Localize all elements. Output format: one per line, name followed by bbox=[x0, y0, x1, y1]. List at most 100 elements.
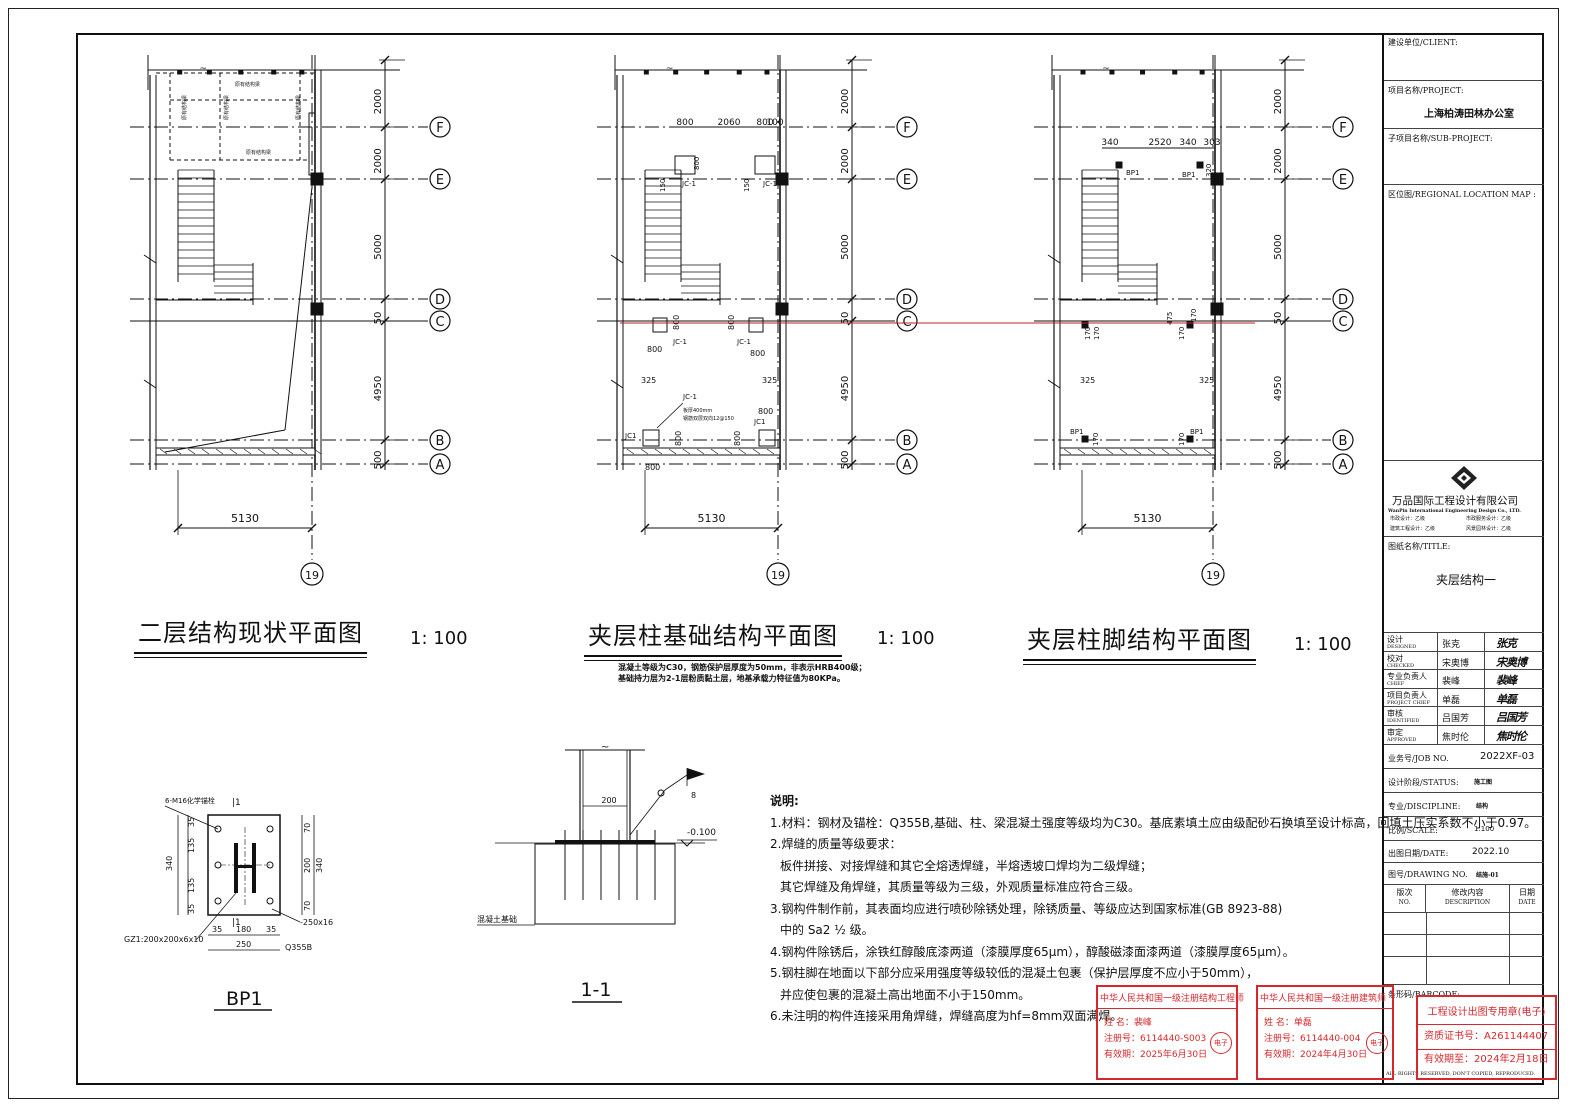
beam-label: 原有结构梁 bbox=[295, 95, 302, 120]
bp1-dimension: 340 bbox=[315, 858, 324, 873]
slab-hatch bbox=[1203, 448, 1212, 455]
grid-axis-label: E bbox=[436, 173, 444, 188]
stamp-name: 姓 名：裴峰 bbox=[1104, 1018, 1152, 1028]
top-dimension: 340 bbox=[1179, 138, 1196, 148]
base-plate bbox=[1115, 161, 1123, 169]
staff-signature: 张克 bbox=[1496, 637, 1517, 650]
anchor-bolt bbox=[214, 897, 222, 905]
vertical-dimension: 2000 bbox=[840, 89, 851, 114]
anchor-bolt bbox=[266, 897, 274, 905]
stamp-valid: 有效期：2025年6月30日 bbox=[1104, 1050, 1208, 1060]
bottom-dimension: 5130 bbox=[698, 512, 726, 525]
bottom-dimension: 5130 bbox=[1134, 512, 1162, 525]
bp1-dimension: 70 bbox=[303, 901, 312, 911]
design-seal: 工程设计出图专用章(电子) 资质证书号：A261144407 有效期至：2024… bbox=[1416, 995, 1557, 1080]
baseplate-tag: BP1 bbox=[1070, 428, 1083, 436]
break-mark: ~ bbox=[601, 742, 609, 753]
job-no: 2022XF-03 bbox=[1480, 751, 1535, 762]
baseplate-dimension: 170 bbox=[1178, 433, 1186, 446]
dimension-tick bbox=[307, 523, 317, 533]
section-title: 1-1 bbox=[580, 979, 611, 1001]
note-line: 1.材料：钢材及锚栓：Q355B,基础、柱、梁混凝土强度等级均为C30。基底素填… bbox=[770, 815, 1537, 830]
staff-role-cn: 项目负责人 bbox=[1387, 690, 1427, 700]
drawing-no-label: 图号/DRAWING NO. bbox=[1388, 870, 1468, 879]
grid-axis-label: F bbox=[1339, 121, 1346, 136]
grid-bubble-c bbox=[896, 310, 918, 332]
stamp-name: 姓 名：单磊 bbox=[1264, 1018, 1312, 1028]
vertical-dimension: 5000 bbox=[1273, 234, 1284, 259]
revision-header-row: 版次 NO. 修改内容 DESCRIPTION 日期 DATE bbox=[1384, 885, 1544, 913]
slab-hatch bbox=[215, 448, 224, 455]
qualification-3: 市政设计：乙级 bbox=[1390, 516, 1426, 522]
grid-bubble-e bbox=[1332, 168, 1354, 190]
bp1-dimension: 35 bbox=[212, 925, 222, 934]
slab-hatch bbox=[668, 448, 677, 455]
grid-bubble-d bbox=[429, 288, 451, 310]
wall-break bbox=[610, 379, 624, 389]
top-tick bbox=[206, 69, 212, 75]
top-tick bbox=[1199, 69, 1205, 75]
company-name-en: WanPin International Engineering Design … bbox=[1388, 509, 1521, 514]
stamp-electronic-mark: 电子 bbox=[1210, 1032, 1232, 1054]
plan-scale-2: 1: 100 bbox=[877, 628, 935, 649]
baseplate-dimension: 170 bbox=[1190, 309, 1198, 322]
bp1-dimension: 35 bbox=[187, 817, 196, 827]
grid-axis-label: B bbox=[436, 434, 445, 449]
note-line: 其它焊缝及角焊缝，其质量等级为三级，外观质量标准应符合三级。 bbox=[780, 880, 1141, 894]
revision-row bbox=[1384, 957, 1544, 985]
anchor-bolt bbox=[266, 861, 274, 869]
bp1-bolt-label: 6-M16化学锚栓 bbox=[165, 796, 215, 805]
rev-no-cn: 版次 bbox=[1396, 888, 1413, 897]
base-plate bbox=[1186, 321, 1194, 329]
foundation-note: 混凝土等级为C30，钢筋保护层厚度为50mm，非表示HRB400级； 基础持力层… bbox=[618, 662, 866, 684]
stamp-header: 中华人民共和国一级注册建筑师 bbox=[1258, 987, 1392, 1009]
staff-role-cn: 校对 bbox=[1387, 653, 1403, 663]
slab-hatch bbox=[1091, 448, 1100, 455]
vertical-dimension: 2000 bbox=[1273, 148, 1284, 173]
break-mark: ~ bbox=[200, 64, 208, 74]
stamp-valid: 有效期：2024年4月30日 bbox=[1264, 1050, 1368, 1060]
weld-leader bbox=[664, 774, 688, 791]
baseplate-dimension: 475 bbox=[1166, 312, 1174, 325]
baseplate-dimension: 170 bbox=[1092, 433, 1100, 446]
beam-label: 原有结构梁 bbox=[223, 95, 230, 120]
grid-bubble-b bbox=[1332, 429, 1354, 451]
footing-tag: JC-1 bbox=[762, 180, 777, 188]
vertical-dimension: 4950 bbox=[1273, 376, 1284, 401]
grid-bubble-a bbox=[896, 453, 918, 475]
top-dimension: 2060 bbox=[718, 118, 741, 128]
top-tick bbox=[271, 69, 277, 75]
scale-cell: 比例/SCALE: 1:100 bbox=[1384, 817, 1544, 841]
vertical-dimension: 50 bbox=[1273, 312, 1284, 325]
stamp-header: 中华人民共和国一级注册结构工程师 bbox=[1098, 987, 1244, 1009]
grid-axis-label: B bbox=[1339, 434, 1348, 449]
top-tick bbox=[1080, 69, 1086, 75]
leader-line bbox=[164, 805, 219, 830]
baseplate-dimension: 325 bbox=[1199, 376, 1214, 385]
grid-bubble-c bbox=[1332, 310, 1354, 332]
notes-heading: 说明: bbox=[770, 794, 799, 808]
vertical-dimension: 2000 bbox=[1273, 89, 1284, 114]
top-tick bbox=[299, 69, 305, 75]
slab-hatch bbox=[1077, 448, 1086, 455]
staff-role-en: CHECKED bbox=[1387, 662, 1415, 669]
weld-leader bbox=[629, 789, 666, 836]
beam-label: 原有结构梁 bbox=[235, 81, 260, 88]
concrete-foundation bbox=[534, 843, 676, 925]
column-d bbox=[310, 302, 324, 316]
dimension-tick bbox=[1208, 523, 1218, 533]
staff-role-en: IDENTIFIED bbox=[1387, 718, 1420, 725]
slab-hatch bbox=[696, 448, 705, 455]
vertical-dimension: 500 bbox=[840, 450, 851, 469]
grid-axis-label: B bbox=[903, 434, 912, 449]
wall-break bbox=[143, 254, 157, 264]
note-line: 3.钢构件制作前，其表面均应进行喷砂除锈处理，除锈质量、等级应达到国家标准(GB… bbox=[770, 901, 1283, 916]
dimension-tick bbox=[773, 523, 783, 533]
grid-axis-label: D bbox=[435, 293, 445, 308]
slab-hatch bbox=[313, 448, 322, 455]
rev-col-date: 日期 DATE bbox=[1510, 885, 1544, 913]
